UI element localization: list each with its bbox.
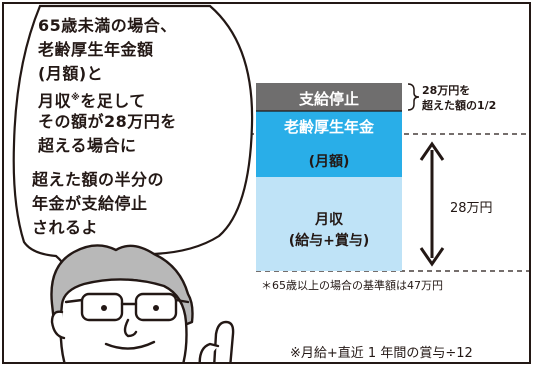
stop-label: 支給停止 xyxy=(298,90,359,108)
bubble-text-add: を足して xyxy=(80,91,146,111)
over-note-line-2: 超えた額の1/2 xyxy=(422,99,497,112)
threshold-label: 28万円 xyxy=(450,201,493,216)
bar-pension-segment xyxy=(256,111,402,177)
bubble-text-line-6: 超える場合に xyxy=(38,136,137,155)
bar-stop-segment xyxy=(256,83,402,111)
bar-salary-segment xyxy=(256,177,402,271)
footnote-mark: ※ xyxy=(71,93,81,103)
bubble-text-line-4: 月収※を足して xyxy=(38,88,146,111)
bubble-text-line-3: (月額)と xyxy=(38,64,104,83)
pension-label: 老齢厚生年金 xyxy=(283,118,374,136)
comic-panel: 65歳未満の場合、 老齢厚生年金額 (月額)と 月収※を足して その額が28万円… xyxy=(2,2,531,364)
bottom-note: ※月給+直近 1 年間の賞与÷12 xyxy=(290,346,473,361)
over-note-line-1: 28万円を xyxy=(422,84,471,97)
bubble-text-line-8: 年金が支給停止 xyxy=(32,194,148,213)
bubble-text-line-1: 65歳未満の場合、 xyxy=(38,16,177,35)
bubble-text-line-9: されるよ xyxy=(32,218,99,237)
salary-label: 月収 xyxy=(315,212,343,228)
bubble-text-line-2: 老齢厚生年金額 xyxy=(38,40,154,59)
bubble-text-line-7: 超えた額の半分の xyxy=(32,170,165,189)
salary-sub-label: (給与+賞与) xyxy=(288,233,370,249)
pension-sub-label: (月額) xyxy=(308,154,350,170)
grandpa-character xyxy=(50,244,235,362)
bubble-text-income: 月収 xyxy=(38,91,72,111)
footnote: ＊65歳以上の場合の基準額は47万円 xyxy=(261,279,443,292)
double-arrow-icon xyxy=(419,141,445,267)
comic-artwork xyxy=(12,4,529,362)
bubble-text-line-5: その額が28万円を xyxy=(38,112,177,131)
brace-icon xyxy=(407,83,420,111)
